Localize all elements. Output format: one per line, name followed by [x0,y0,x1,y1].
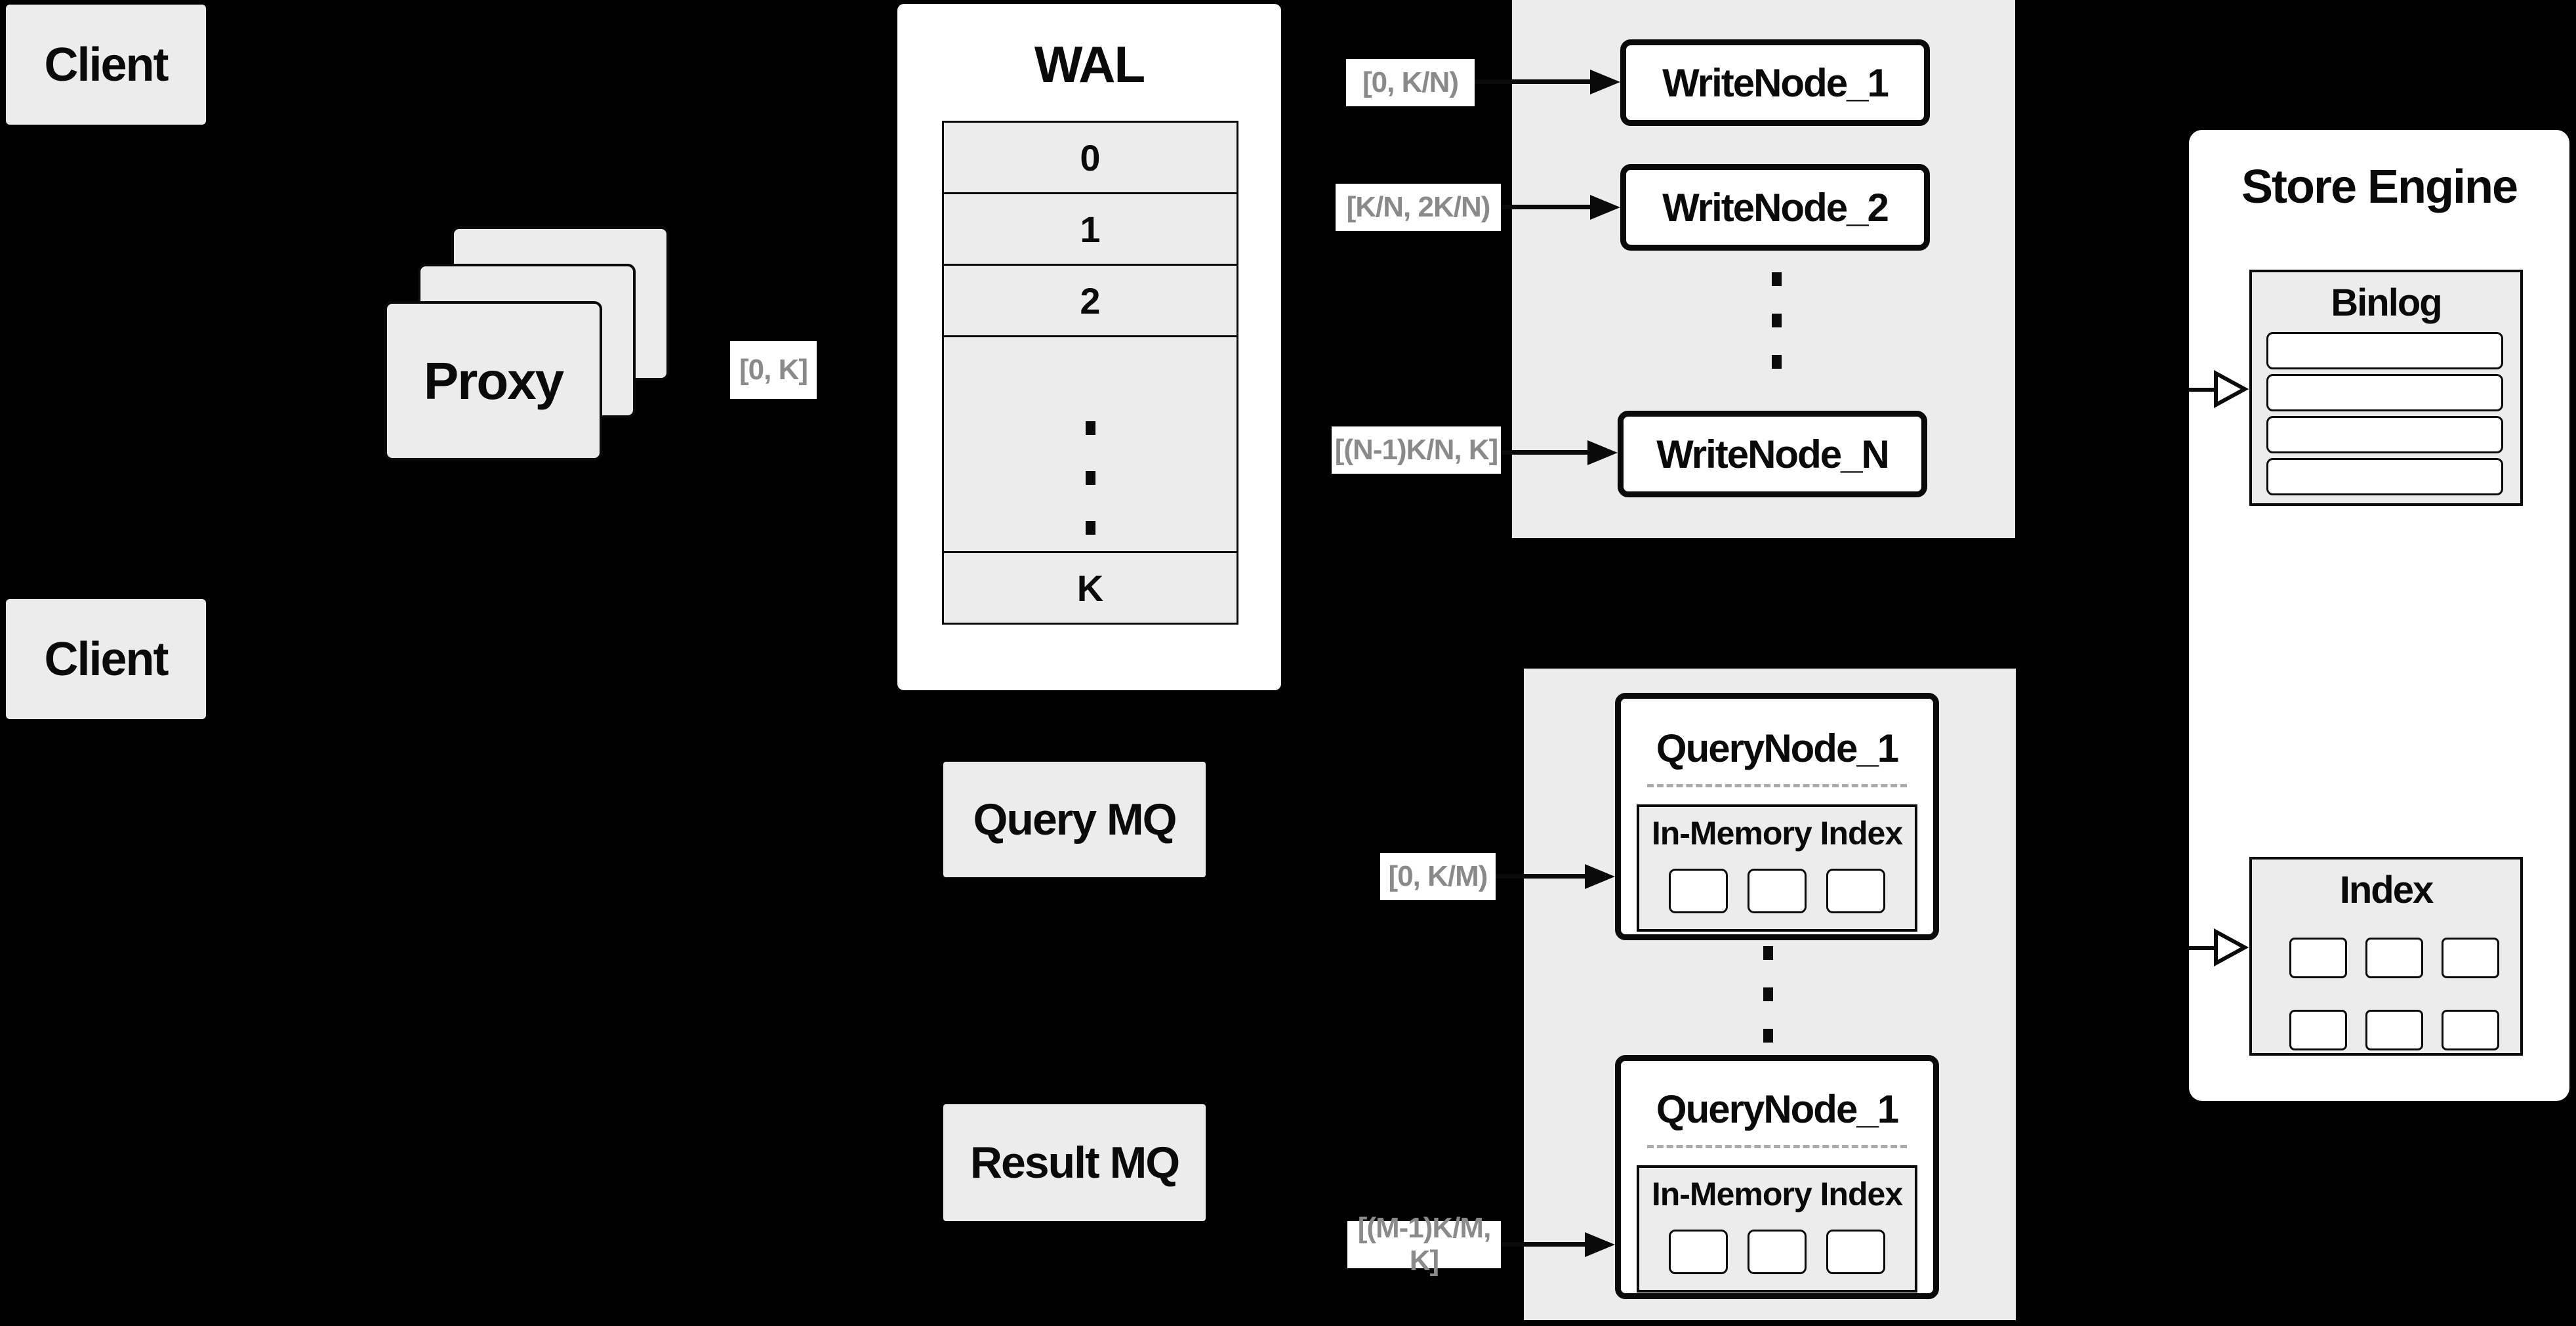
range-label-qn1-text: [0, K/M) [1388,860,1488,892]
query-node-bottom: QueryNode_1 In-Memory Index [1615,1055,1939,1299]
wal-segment-2-label: 2 [1080,280,1101,321]
in-memory-index-bottom: In-Memory Index [1637,1165,1917,1293]
index-slot [2442,1010,2499,1050]
range-label-wn1-text: [0, K/N) [1362,66,1459,98]
index-slot [1748,869,1807,913]
query-mq-node: Query MQ [943,762,1206,877]
range-label-wn2-text: [K/N, 2K/N) [1346,191,1491,223]
write-node-2-label: WriteNode_2 [1662,185,1889,230]
arrow-right-filled-icon-wnN [1587,440,1618,465]
index-slot [2365,938,2423,978]
query-node-top-title: QueryNode_1 [1621,712,1933,784]
query-mq-label: Query MQ [973,795,1177,844]
arrow-line-wnN [1501,450,1593,455]
client-node-bottom-label: Client [44,632,169,686]
store-engine-title: Store Engine [2189,157,2569,217]
arrow-right-filled-icon-qn2 [1585,1232,1615,1257]
range-label-qn2-text: [(M-1)K/M, K] [1357,1212,1492,1277]
binlog-title: Binlog [2252,279,2520,326]
range-label-qn2: [(M-1)K/M, K] [1347,1212,1501,1277]
in-memory-index-bottom-text: In-Memory Index [1651,1176,1903,1212]
arrow-line-index [2189,946,2217,950]
index-slot [1669,869,1728,913]
index-slot [1826,1230,1885,1274]
arrow-line-wn2 [1502,205,1594,209]
arrow-right-filled-icon-wn2 [1590,195,1620,220]
query-node-top: QueryNode_1 In-Memory Index [1615,693,1939,940]
arrow-line-binlog [2189,388,2217,392]
range-label-wn1: [0, K/N) [1346,59,1475,106]
index-slot [2365,1010,2423,1050]
in-memory-index-top: In-Memory Index [1637,804,1917,932]
index-slot [1826,869,1885,913]
arrow-line-wn1 [1475,79,1593,84]
range-label-proxy-out: [0, K] [730,341,817,399]
query-node-top-title-text: QueryNode_1 [1656,726,1899,770]
in-memory-index-bottom-title: In-Memory Index [1639,1171,1915,1218]
range-label-wnN: [(N-1)K/N, K] [1332,426,1501,474]
index-title: Index [2252,866,2520,913]
client-node-top-label: Client [44,38,169,91]
proxy-node: Proxy [384,301,602,461]
wal-segment-1: 1 [942,192,1238,266]
wal-segment-0: 0 [942,121,1238,194]
binlog-title-text: Binlog [2331,281,2442,324]
proxy-node-label: Proxy [423,351,564,410]
binlog-row [2266,458,2503,495]
index-slot [2289,938,2347,978]
range-label-qn1: [0, K/M) [1380,853,1496,900]
vertical-ellipsis-icon [1771,272,1782,396]
arrow-right-filled-icon-qn1 [1585,864,1615,889]
binlog-row [2266,332,2503,369]
arrow-right-filled-icon-wn1 [1590,70,1620,94]
binlog-row [2266,374,2503,411]
write-node-1-label: WriteNode_1 [1662,60,1889,105]
range-label-wnN-text: [(N-1)K/N, K] [1334,434,1499,466]
arrow-right-hollow-icon-index [2214,928,2249,966]
range-label-proxy-out-text: [0, K] [739,354,808,386]
client-node-top: Client [6,5,206,125]
write-node-1: WriteNode_1 [1620,39,1930,126]
write-node-2: WriteNode_2 [1620,164,1930,251]
index-title-text: Index [2339,868,2434,911]
binlog-row [2266,416,2503,453]
wal-segment-k-label: K [1076,567,1104,609]
index-slot [1748,1230,1807,1274]
index-slot [2289,1010,2347,1050]
range-label-wn2: [K/N, 2K/N) [1336,184,1501,231]
wal-segment-1-label: 1 [1080,208,1101,250]
result-mq-node: Result MQ [943,1104,1206,1221]
result-mq-label: Result MQ [970,1138,1180,1188]
wal-segment-k: K [942,551,1238,625]
query-node-bottom-title-text: QueryNode_1 [1656,1087,1899,1131]
client-node-bottom: Client [6,599,206,719]
index-slot [1669,1230,1728,1274]
write-node-n: WriteNode_N [1618,411,1927,497]
write-node-n-label: WriteNode_N [1656,432,1890,476]
query-node-bottom-title: QueryNode_1 [1621,1073,1933,1145]
arrow-line-qn2 [1501,1242,1587,1247]
wal-title-text: WAL [1034,35,1145,93]
wal-segment-2: 2 [942,264,1238,337]
wal-segment-0-label: 0 [1080,136,1101,178]
index-slot [2442,938,2499,978]
in-memory-index-top-title: In-Memory Index [1639,810,1915,857]
store-engine-title-text: Store Engine [2241,161,2518,213]
dashed-divider [1647,1145,1907,1148]
vertical-ellipsis-icon [944,421,1237,535]
in-memory-index-top-text: In-Memory Index [1651,815,1903,852]
wal-title: WAL [897,31,1281,97]
arrow-right-hollow-icon-binlog [2214,370,2249,408]
wal-segment-ellipsis [942,335,1238,553]
arrow-line-qn1 [1496,874,1587,879]
dashed-divider [1647,784,1907,787]
vertical-ellipsis-icon [1763,946,1773,1070]
